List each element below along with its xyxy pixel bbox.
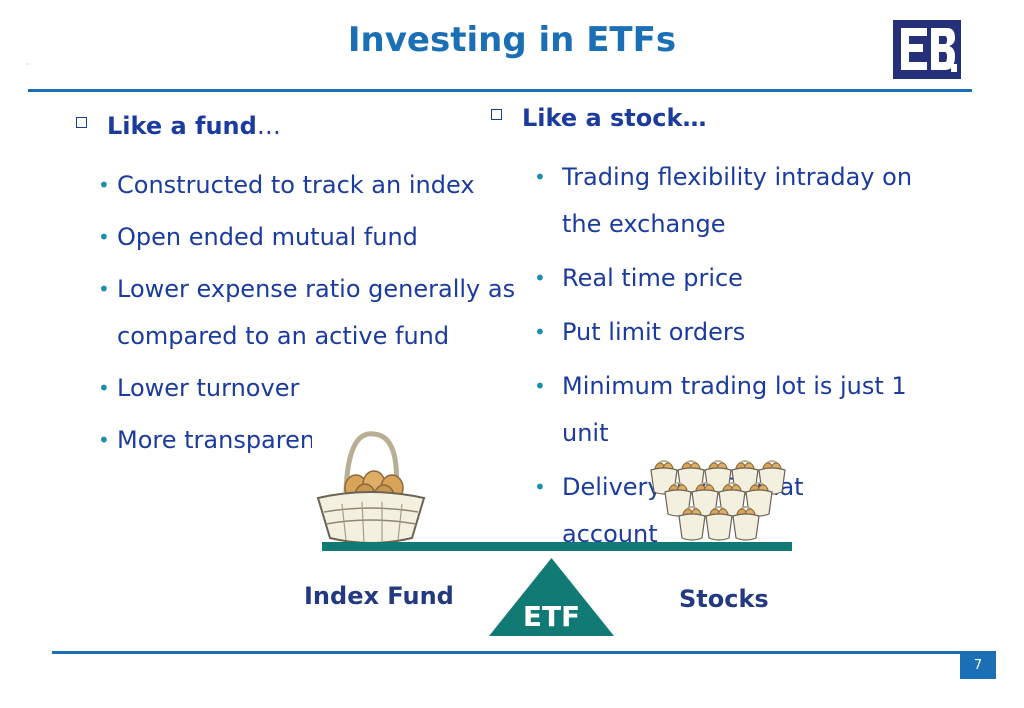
list-item: •Real time price — [534, 255, 941, 302]
list-item: •Put limit orders — [534, 309, 941, 356]
index-fund-label: Index Fund — [304, 582, 454, 610]
bullet-icon: • — [534, 475, 546, 499]
list-item: •Lower expense ratio generally as compar… — [98, 266, 517, 360]
sebi-logo — [893, 20, 961, 79]
list-item: •Open ended mutual fund — [98, 214, 517, 261]
list-item: •Constructed to track an index — [98, 162, 506, 209]
list-item: •Minimum trading lot is just 1 unit — [534, 363, 932, 457]
slide-title: Investing in ETFs — [347, 20, 677, 60]
fund-features-list: •Constructed to track an index •Open end… — [98, 162, 515, 464]
small-basket-icon — [678, 506, 706, 541]
title-divider — [28, 89, 972, 92]
egg-baskets-group-icon — [643, 454, 793, 546]
stock-heading: Like a stock… — [491, 104, 941, 132]
egg-basket-icon — [312, 420, 430, 545]
bullet-icon: • — [98, 225, 110, 249]
bullet-icon: • — [534, 320, 546, 344]
bullet-icon: • — [98, 428, 110, 452]
checkbox-bullet-icon — [491, 109, 502, 120]
small-basket-icon — [745, 482, 773, 517]
stock-features-list: •Trading flexibility intraday on the exc… — [534, 154, 941, 558]
stock-features-column: Like a stock… •Trading flexibility intra… — [491, 104, 941, 565]
checkbox-bullet-icon — [76, 117, 87, 128]
fulcrum-triangle — [489, 558, 614, 636]
bullet-icon: • — [98, 376, 110, 400]
list-item: •Lower turnover — [98, 365, 506, 412]
bullet-icon: • — [98, 173, 110, 197]
footer-divider — [52, 651, 996, 654]
bullet-icon: • — [534, 165, 546, 189]
bullet-icon: • — [98, 277, 110, 301]
fund-heading: Like a fund… — [76, 112, 506, 140]
page-number: 7 — [960, 652, 996, 679]
small-basket-icon — [732, 506, 760, 541]
fulcrum-label: ETF — [522, 600, 581, 633]
seesaw-beam — [322, 542, 792, 551]
list-item: •More transparent — [98, 417, 506, 464]
fund-features-column: Like a fund… •Constructed to track an in… — [76, 112, 515, 469]
bullet-icon: • — [534, 374, 546, 398]
bullet-icon: • — [534, 266, 546, 290]
stocks-label: Stocks — [679, 585, 769, 613]
small-basket-icon — [705, 506, 733, 541]
stray-mark: · — [26, 60, 29, 69]
list-item: •Trading flexibility intraday on the exc… — [534, 154, 932, 248]
